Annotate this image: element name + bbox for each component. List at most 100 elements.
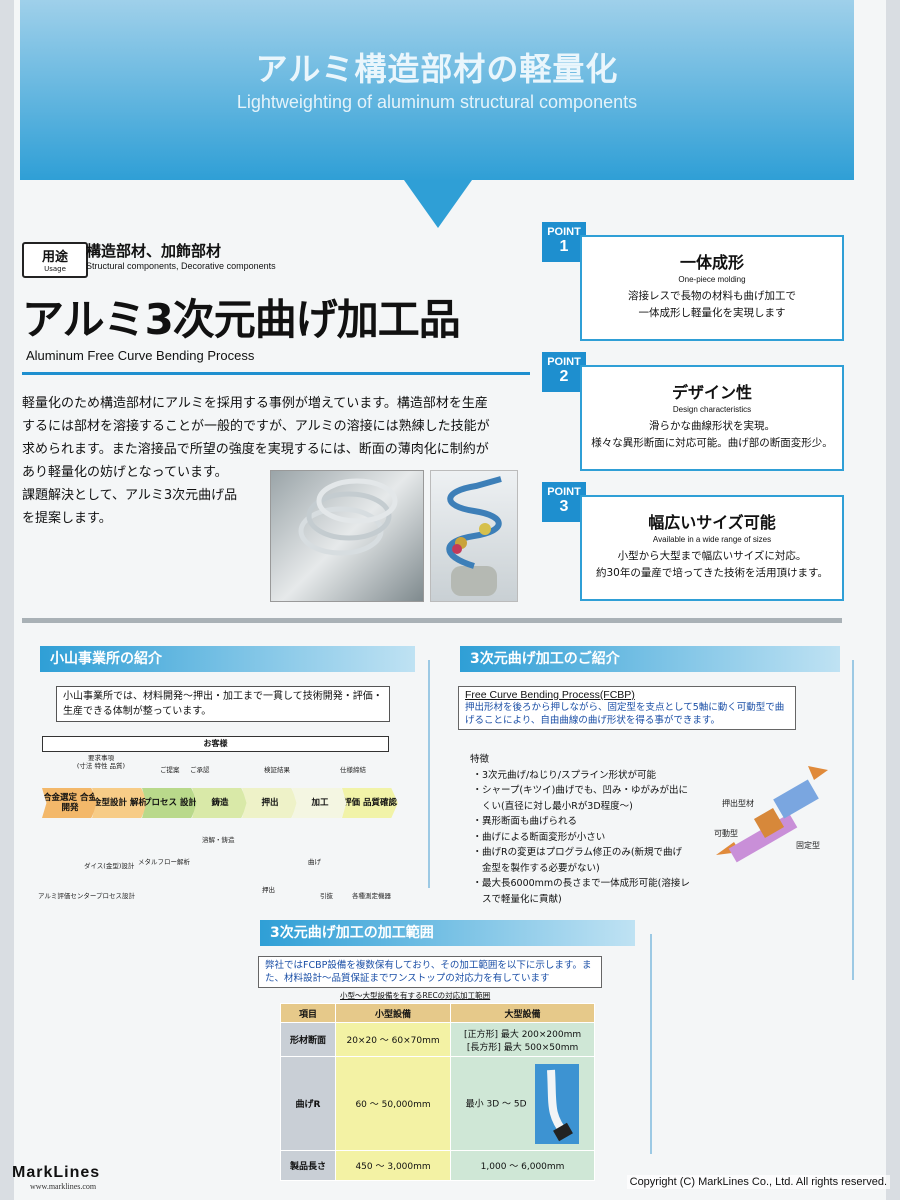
marklines-url[interactable]: www.marklines.com bbox=[30, 1182, 97, 1191]
flow-label: (寸法 特性 品質) bbox=[76, 762, 126, 770]
feature-item: 最大長6000mmの長さまで一体成形可能(溶接レスで軽量化に貢献) bbox=[482, 876, 690, 907]
point-2-title-ja: デザイン性 bbox=[671, 383, 752, 402]
extrusion-material-label: 押出型材 bbox=[722, 799, 754, 808]
verification-label: 検証結果 bbox=[264, 766, 290, 774]
large-line: 最小 3D ～ 5D bbox=[465, 1099, 527, 1109]
proposal-label: ご提案 bbox=[160, 766, 180, 774]
point-2-tag: POINT 2 bbox=[542, 352, 586, 392]
movable-die-label: 可動型 bbox=[714, 829, 738, 838]
usage-badge-ja: 用途 bbox=[41, 250, 68, 265]
fcbp-intro: Free Curve Bending Process(FCBP) 押出形材を後ろ… bbox=[458, 686, 796, 730]
marklines-logo: MarkLines bbox=[12, 1164, 101, 1181]
process-flow: 合金選定 合金開発 金型設計 解析 プロセス 設計 鋳造 押出 加工 評価 品質… bbox=[42, 788, 398, 818]
point-2-box: デザイン性 Design characteristics 滑らかな曲線形状を実現… bbox=[580, 365, 844, 471]
table-cell-item: 曲げR bbox=[280, 1056, 336, 1151]
table-cell-large: 1,000 ～ 6,000mm bbox=[450, 1150, 595, 1181]
table-cell-large: 最小 3D ～ 5D bbox=[450, 1056, 595, 1151]
intro-line: 求められます。また溶接品で所望の強度を実現するには、断面の薄肉化に制約が bbox=[22, 442, 489, 457]
table-header: 大型設備 bbox=[450, 1003, 595, 1023]
fixed-die-label: 固定型 bbox=[796, 841, 820, 850]
point-2-desc-line: 様々な異形断面に対応可能。曲げ部の断面変形少。 bbox=[591, 437, 833, 449]
feature-item: 3次元曲げ/ねじり/スプライン形状が可能 bbox=[482, 768, 690, 784]
feature-item: 曲げRの変更はプログラム修正のみ(新規で曲げ金型を製作する必要がない) bbox=[482, 845, 690, 876]
section-divider bbox=[22, 618, 842, 623]
large-line: [長方形] 最大 500×50mm bbox=[466, 1042, 579, 1053]
point-3-number: 3 bbox=[559, 498, 569, 515]
flow-step: 押出 bbox=[242, 788, 298, 818]
point-1-box: 一体成形 One-piece molding 溶接レスで長物の材料も曲げ加工で一… bbox=[580, 235, 844, 341]
bending-photo bbox=[270, 470, 424, 602]
title-rule bbox=[22, 372, 530, 375]
point-3-title-en: Available in a wide range of sizes bbox=[652, 535, 772, 544]
copyright-notice: Copyright (C) MarkLines Co., Ltd. All ri… bbox=[626, 1175, 890, 1189]
header-title-en: Lightweighting of aluminum structural co… bbox=[236, 92, 638, 112]
fcbp-features: 特徴 3次元曲げ/ねじり/スプライン形状が可能 シャープ(キツイ)曲げでも、凹み… bbox=[470, 752, 690, 907]
feature-item: 異形断面も曲げられる bbox=[482, 814, 690, 830]
fcbp-diagram bbox=[716, 766, 828, 863]
fcbp-frame-line bbox=[852, 660, 854, 980]
approval-label: ご承認 bbox=[190, 766, 210, 774]
range-table-caption: 小型～大型設備を有するRECの対応加工範囲 bbox=[340, 991, 491, 1000]
intro-text: 軽量化のため構造部材にアルミを採用する事例が増えています。構造部材を生産 するに… bbox=[22, 392, 532, 530]
table-header-row: 項目 小型設備 大型設備 bbox=[280, 1003, 595, 1023]
point-3-title-ja: 幅広いサイズ可能 bbox=[648, 513, 776, 532]
oyama-heading: 小山事業所の紹介 bbox=[40, 646, 415, 672]
flow-step: プロセス 設計 bbox=[142, 788, 198, 818]
usage-text-ja: 構造部材、加飾部材 bbox=[86, 242, 222, 260]
point-3-desc-line: 小型から大型まで幅広いサイズに対応。 bbox=[617, 550, 807, 562]
oyama-frame-line bbox=[428, 660, 430, 888]
intro-line: を提案します。 bbox=[22, 511, 112, 526]
table-row: 形材断面 20×20 ～ 60×70mm [正方形] 最大 200×200mm[… bbox=[280, 1022, 595, 1057]
flow-step: 金型設計 解析 bbox=[92, 788, 148, 818]
fcbp-title: Free Curve Bending Process(FCBP) bbox=[465, 689, 635, 701]
point-3-box: 幅広いサイズ可能 Available in a wide range of si… bbox=[580, 495, 844, 601]
table-cell-small: 60 ～ 50,000mm bbox=[334, 1056, 452, 1151]
flow-step: 加工 bbox=[292, 788, 348, 818]
flow-step: 評価 品質確認 bbox=[342, 788, 398, 818]
table-row: 製品長さ 450 ～ 3,000mm 1,000 ～ 6,000mm bbox=[280, 1150, 595, 1181]
customer-bar: お客様 bbox=[42, 736, 389, 752]
point-2-tag-label: POINT bbox=[547, 356, 581, 368]
table-header: 小型設備 bbox=[334, 1003, 452, 1023]
intro-line: あり軽量化の妨げとなっています。 bbox=[22, 465, 228, 480]
intro-line: するには部材を溶接することが一般的ですが、アルミの溶接には熟練した技能が bbox=[22, 419, 490, 434]
point-3-tag: POINT 3 bbox=[542, 482, 586, 522]
metal-flow-label: メタルフロー解析 bbox=[138, 858, 190, 866]
flow-step: 鋳造 bbox=[192, 788, 248, 818]
point-3-tag-label: POINT bbox=[547, 486, 581, 498]
fcbp-heading: 3次元曲げ加工のご紹介 bbox=[460, 646, 840, 672]
intro-line: 課題解決として、アルミ3次元曲げ品 bbox=[22, 488, 238, 503]
casting-label: 溶解・鋳造 bbox=[202, 836, 235, 844]
flow-label: 要求事項 bbox=[88, 754, 114, 762]
usage-badge: 用途 Usage bbox=[22, 242, 88, 278]
point-1-title-en: One-piece molding bbox=[678, 275, 746, 284]
header-arrow bbox=[404, 180, 472, 228]
point-1-tag-label: POINT bbox=[547, 226, 581, 238]
spiral-sample-photo bbox=[430, 470, 518, 602]
table-cell-large: [正方形] 最大 200×200mm[長方形] 最大 500×50mm bbox=[450, 1022, 595, 1057]
eval-center-label: アルミ評価センター bbox=[38, 892, 97, 900]
flow-step: 合金選定 合金開発 bbox=[42, 788, 98, 818]
spec-label: 仕様締結 bbox=[340, 766, 366, 774]
measurement-label: 各種測定機器 bbox=[352, 892, 391, 900]
point-3-desc: 小型から大型まで幅広いサイズに対応。約30年の量産で培ってきた技術を活用頂けます… bbox=[582, 548, 842, 582]
range-table: 項目 小型設備 大型設備 形材断面 20×20 ～ 60×70mm [正方形] … bbox=[280, 1003, 595, 1181]
oyama-description: 小山事業所では、材料開発～押出・加工まで一貫して技術開発・評価・生産できる体制が… bbox=[56, 686, 390, 722]
usage-text-en: Structural components, Decorative compon… bbox=[86, 261, 276, 271]
point-1-title-ja: 一体成形 bbox=[679, 253, 744, 272]
product-title-en: Aluminum Free Curve Bending Process bbox=[26, 348, 255, 363]
table-cell-small: 450 ～ 3,000mm bbox=[334, 1150, 452, 1181]
bend-radius-icon bbox=[535, 1063, 580, 1144]
bending-label: 曲げ bbox=[308, 858, 321, 866]
table-row: 曲げR 60 ～ 50,000mm 最小 3D ～ 5D bbox=[280, 1056, 595, 1151]
extrusion-label: 押出 bbox=[262, 886, 275, 894]
features-heading: 特徴 bbox=[470, 754, 490, 765]
table-cell-item: 製品長さ bbox=[280, 1150, 336, 1181]
range-description: 弊社ではFCBP設備を複数保有しており、その加工範囲を以下に示します。また、材料… bbox=[258, 956, 602, 988]
point-2-desc: 滑らかな曲線形状を実現。様々な異形断面に対応可能。曲げ部の断面変形少。 bbox=[582, 418, 842, 452]
table-cell-item: 形材断面 bbox=[280, 1022, 336, 1057]
feature-item: シャープ(キツイ)曲げでも、凹み・ゆがみが出にくい(直径に対し最小Rが3D程度～… bbox=[482, 783, 690, 814]
table-header: 項目 bbox=[280, 1003, 336, 1023]
point-1-desc-line: 一体成形し軽量化を実現します bbox=[638, 307, 786, 319]
coil-image bbox=[298, 478, 398, 556]
